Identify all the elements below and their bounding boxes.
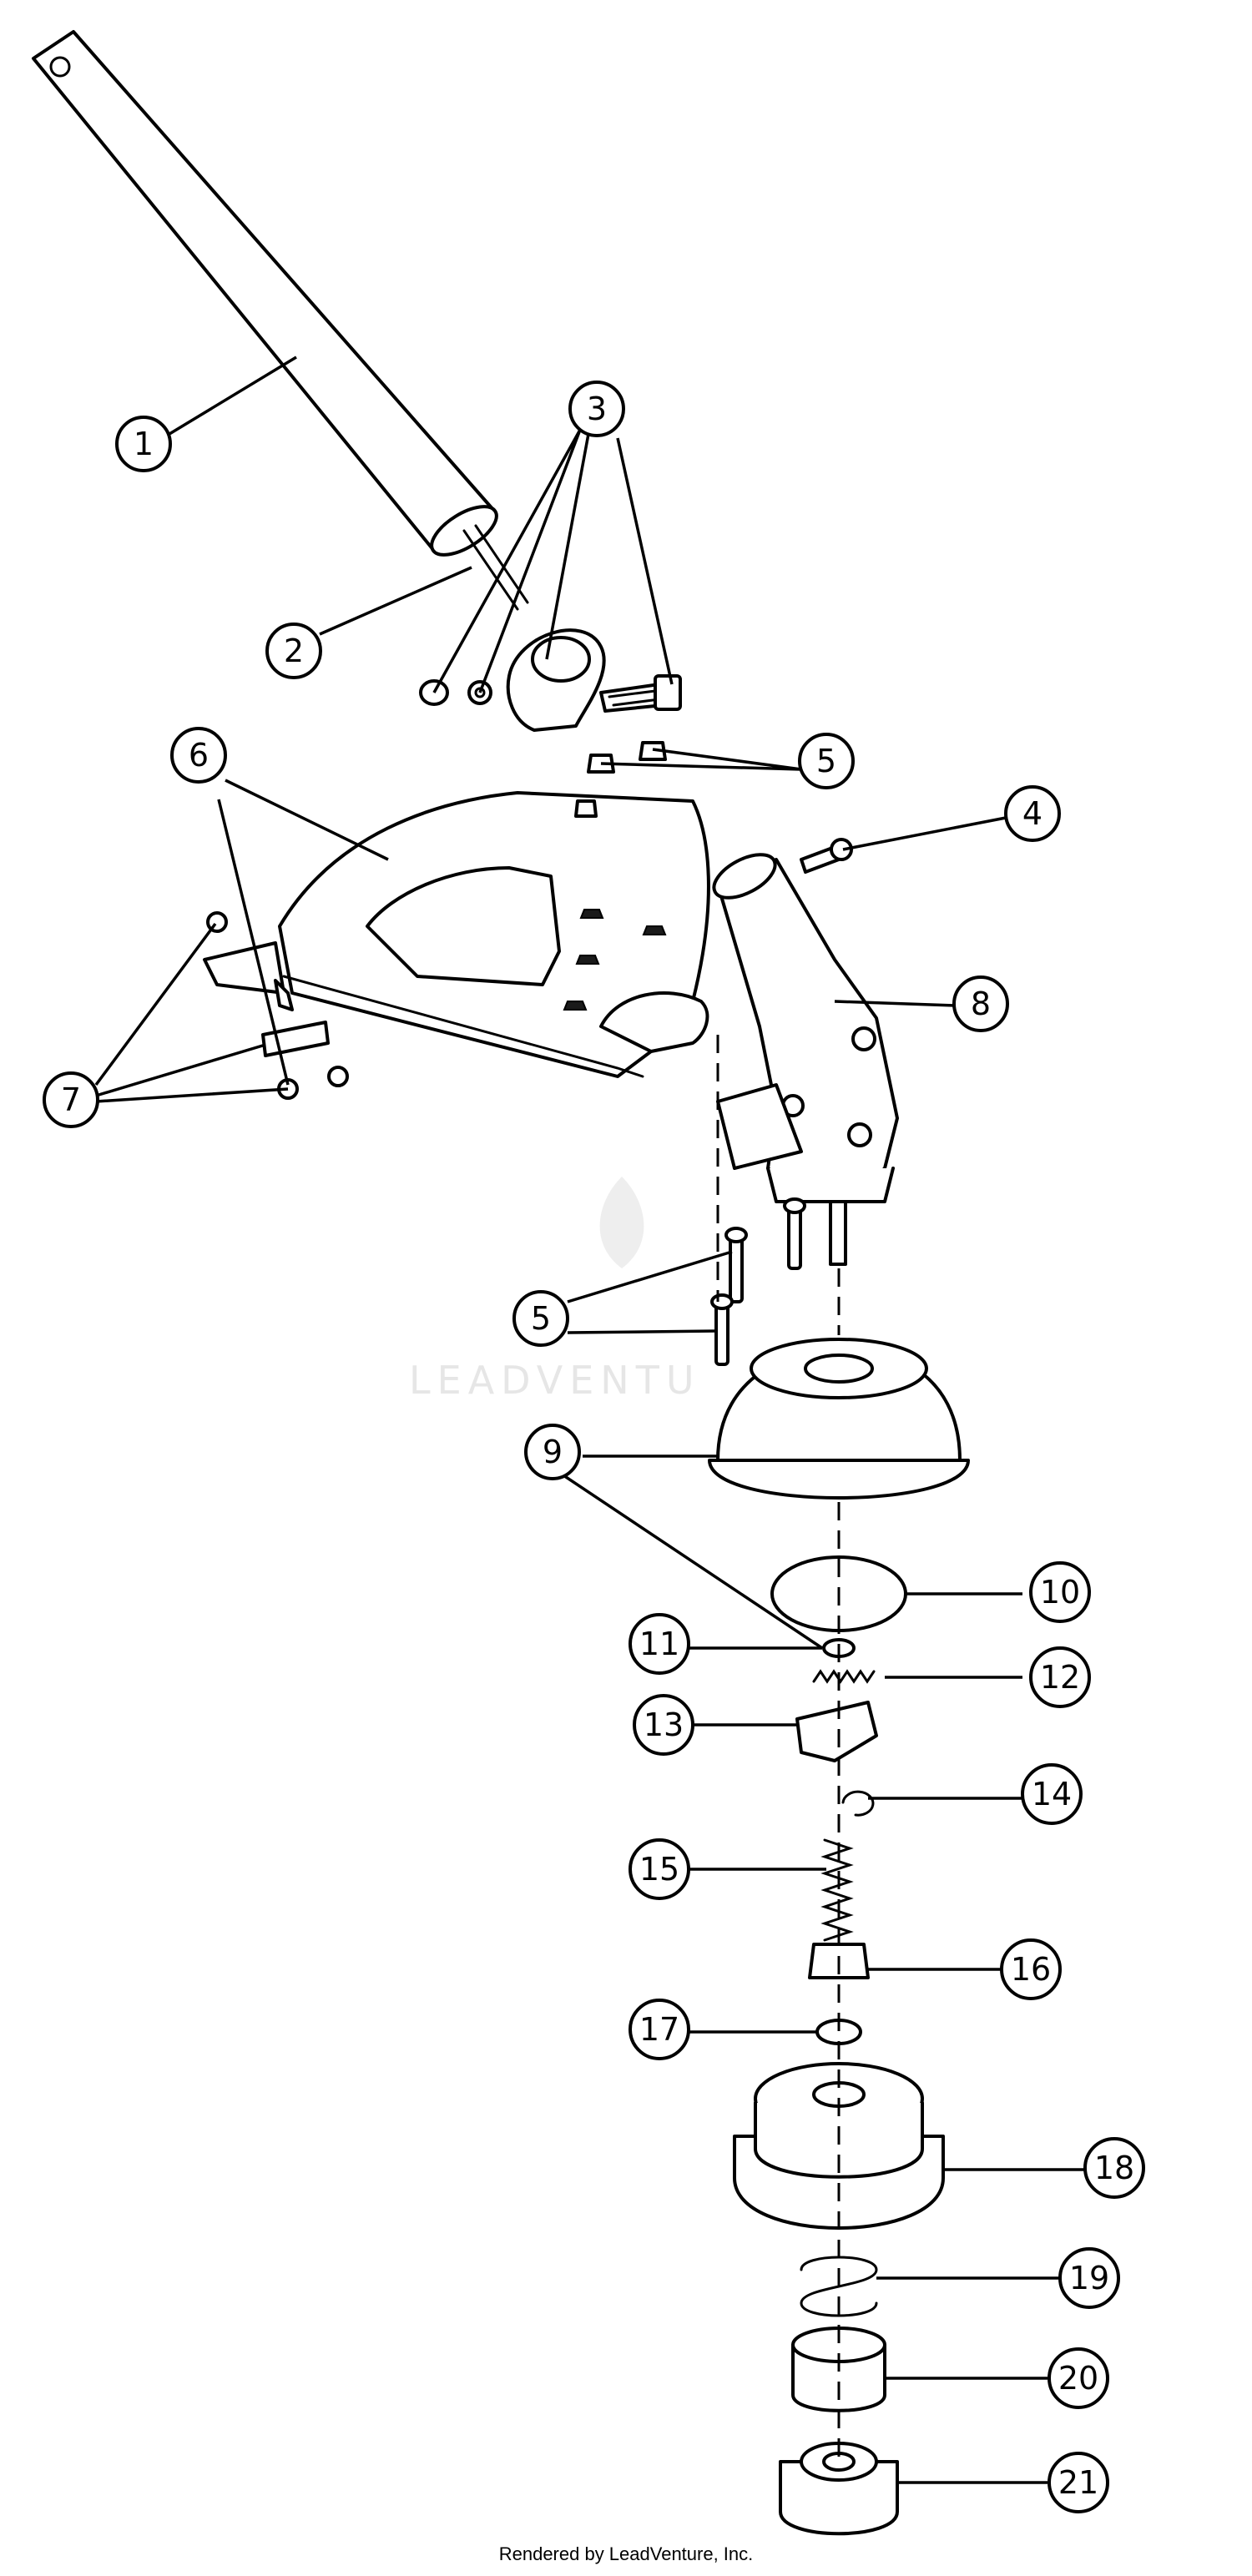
callout-label: 10: [1040, 1574, 1080, 1611]
watermark: LEADVENTU: [409, 1177, 700, 1403]
callout-7: 7: [43, 1071, 99, 1128]
watermark-text: LEADVENTU: [409, 1358, 700, 1403]
callout-label: 2: [284, 633, 304, 669]
callout-10: 10: [1029, 1561, 1091, 1623]
callout-5-lower: 5: [512, 1290, 569, 1347]
callout-label: 11: [639, 1626, 679, 1662]
callout-label: 12: [1040, 1659, 1080, 1696]
part-15-spring: [820, 1838, 854, 1942]
callout-label: 7: [61, 1081, 81, 1118]
callout-label: 17: [639, 2011, 679, 2048]
part-9-housing: [708, 1338, 970, 1500]
callout-8: 8: [952, 975, 1009, 1032]
alignment-lines: [716, 1035, 841, 2462]
callout-5-upper: 5: [798, 733, 855, 789]
part-6-guard: [203, 791, 710, 1078]
callout-label: 21: [1058, 2464, 1098, 2501]
callout-15: 15: [629, 1838, 690, 1900]
callout-label: 4: [1022, 795, 1042, 832]
part-1-shaft-tube: [32, 30, 498, 557]
footer-credit: Rendered by LeadVenture, Inc.: [498, 2543, 754, 2564]
callout-2: 2: [265, 623, 322, 679]
part-3-clamp-hardware: [419, 628, 682, 732]
callout-17: 17: [629, 1999, 690, 2060]
callout-20: 20: [1048, 2347, 1109, 2409]
callout-label: 13: [644, 1706, 684, 1743]
callout-label: 16: [1011, 1951, 1051, 1988]
part-21-knob: [779, 2442, 899, 2536]
callout-label: 5: [816, 743, 836, 779]
callout-4: 4: [1004, 785, 1061, 842]
callout-label: 20: [1058, 2360, 1098, 2397]
part-14-clip: [841, 1790, 875, 1817]
callout-label: 6: [189, 737, 209, 774]
callout-14: 14: [1021, 1763, 1083, 1825]
callout-label: 15: [639, 1851, 679, 1888]
callout-18: 18: [1083, 2137, 1145, 2199]
leader-lines: [94, 355, 1085, 2484]
callout-13: 13: [633, 1694, 694, 1756]
callout-label: 14: [1032, 1776, 1072, 1812]
callout-6: 6: [170, 727, 227, 784]
callout-label: 1: [134, 426, 154, 462]
callout-1: 1: [115, 416, 172, 472]
callout-21: 21: [1048, 2452, 1109, 2513]
part-4-screw: [800, 838, 853, 874]
callout-19: 19: [1058, 2247, 1120, 2309]
callout-16: 16: [1000, 1938, 1062, 2000]
callout-label: 3: [587, 391, 607, 427]
part-5-screws: [563, 741, 806, 1366]
part-20-cap: [791, 2326, 886, 2412]
part-12-spring: [812, 1669, 876, 1684]
callout-3: 3: [568, 381, 625, 437]
callout-label: 9: [543, 1434, 563, 1470]
callout-12: 12: [1029, 1646, 1091, 1708]
callout-label: 5: [531, 1300, 551, 1337]
part-8-gearhead: [712, 853, 899, 1266]
callout-label: 8: [971, 986, 991, 1022]
callout-label: 18: [1094, 2150, 1134, 2186]
callout-label: 19: [1069, 2260, 1109, 2296]
callout-11: 11: [629, 1613, 690, 1675]
part-13-retainer: [795, 1701, 878, 1762]
part-18-spool: [733, 2062, 945, 2230]
callout-9: 9: [524, 1424, 581, 1480]
